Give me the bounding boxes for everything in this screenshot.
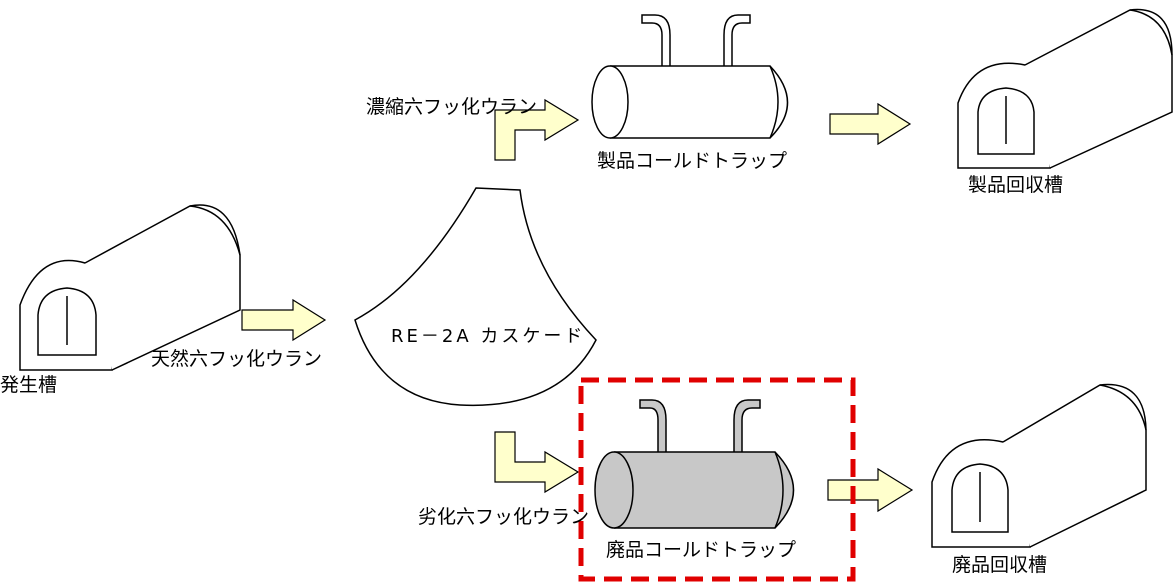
arrow-natural-to-cascade <box>241 298 327 342</box>
highlight-box <box>578 377 856 582</box>
label-product-recovery-tank: 製品回収槽 <box>968 174 1064 196</box>
label-waste-recovery-tank: 廃品回収槽 <box>952 554 1048 576</box>
product-cold-trap <box>591 14 789 139</box>
label-waste-cold-trap: 廃品コールドトラップ <box>606 539 797 561</box>
label-cascade: RE－2A カスケード <box>391 326 586 347</box>
label-generation-tank: 発生槽 <box>0 374 58 396</box>
waste-recovery-tank <box>931 383 1147 548</box>
arrow-cascade-to-product-trap <box>494 98 580 161</box>
arrows <box>241 98 914 513</box>
product-recovery-tank <box>957 8 1173 169</box>
waste-cold-trap <box>594 399 795 529</box>
cascade <box>354 187 597 407</box>
generation-tank <box>19 204 241 371</box>
arrow-product-trap-to-tank <box>829 102 912 146</box>
label-enriched-uf6: 濃縮六フッ化ウラン <box>366 96 538 118</box>
arrow-cascade-to-waste-trap <box>494 431 580 494</box>
label-depleted-uf6: 劣化六フッ化ウラン <box>418 506 590 528</box>
arrow-waste-trap-to-tank <box>827 467 914 513</box>
label-product-cold-trap: 製品コールドトラップ <box>597 150 788 172</box>
label-natural-uf6: 天然六フッ化ウラン <box>151 348 323 370</box>
